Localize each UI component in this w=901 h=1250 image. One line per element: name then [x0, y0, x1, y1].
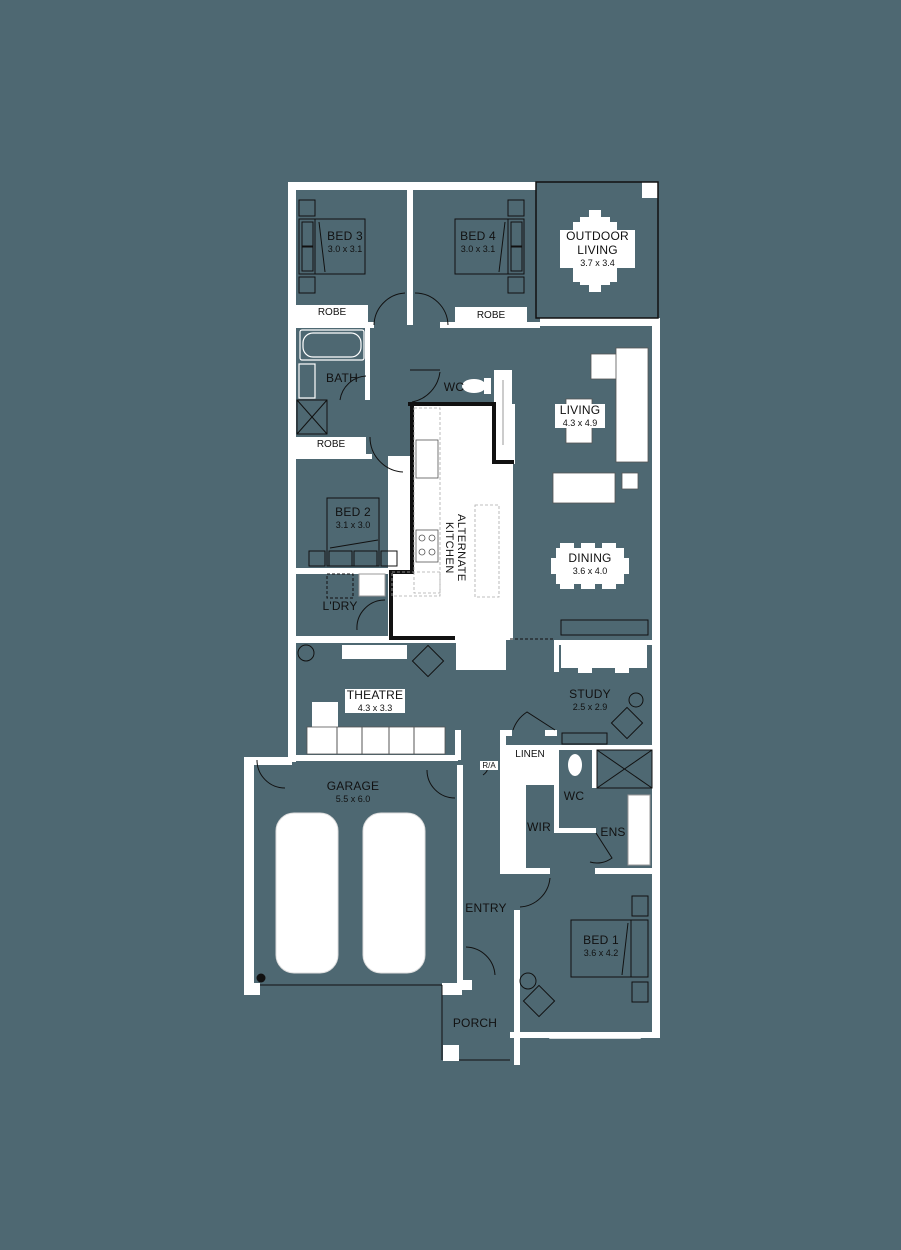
room-label-bed1: BED 1 3.6 x 4.2	[576, 933, 626, 958]
room-label-robe-bed4: ROBE	[476, 310, 506, 321]
room-dimensions: 2.5 x 2.9	[572, 701, 608, 712]
ensuite-fixtures	[568, 749, 653, 866]
toilet-icon	[462, 370, 512, 455]
robes	[296, 305, 527, 454]
room-name: BED 4	[460, 229, 496, 243]
garage-cars	[275, 812, 426, 974]
room-name: LIVING	[555, 403, 605, 418]
room-dimensions: 3.0 x 3.1	[460, 243, 496, 254]
bed2-bed-icon	[308, 497, 398, 567]
room-dimensions: 5.5 x 6.0	[335, 793, 371, 804]
room-label-garage: GARAGE 5.5 x 6.0	[318, 779, 388, 804]
room-label-study: STUDY 2.5 x 2.9	[565, 687, 615, 712]
study-desk	[561, 645, 647, 673]
kitchen-walls	[389, 402, 514, 640]
room-label-kitchen: ALTERNATE KITCHEN	[443, 514, 467, 582]
kitchen-counters	[391, 407, 500, 598]
room-name: STUDY	[569, 687, 611, 701]
room-label-dining: DINING 3.6 x 4.0	[558, 551, 622, 576]
room-dimensions: 4.3 x 4.9	[555, 417, 605, 429]
room-name: BED 2	[335, 505, 371, 519]
room-label-linen: LINEN	[515, 749, 545, 760]
room-name: WIR	[527, 820, 551, 834]
dining-table-icon	[551, 543, 629, 589]
shower-icon	[296, 399, 328, 435]
room-name-line2: LIVING	[560, 243, 635, 258]
room-name: WC	[563, 789, 585, 803]
room-label-wir: WIR	[524, 820, 554, 835]
bath-fixtures	[298, 329, 365, 399]
room-name: WC	[443, 380, 465, 394]
room-name: L'DRY	[322, 599, 358, 613]
room-label-outdoor-living: OUTDOOR LIVING 3.7 x 3.4	[560, 229, 635, 268]
room-label-theatre: THEATRE 4.3 x 3.3	[345, 688, 405, 714]
room-name: BED 3	[327, 229, 363, 243]
bed3-bed-icon	[298, 199, 366, 294]
theatre-furniture	[297, 644, 446, 755]
room-label-ra: R/A	[480, 761, 498, 770]
room-label-bed3: BED 3 3.0 x 3.1	[322, 229, 368, 254]
room-name: BED 1	[583, 933, 619, 947]
room-label-porch: PORCH	[450, 1016, 500, 1031]
bed4-bed-icon	[454, 199, 525, 294]
bed1-bed-icon	[519, 895, 649, 1018]
room-dimensions: 3.6 x 4.2	[583, 947, 619, 958]
room-label-wc-ensuite: WC	[560, 789, 588, 804]
room-name: PORCH	[452, 1016, 498, 1030]
dining-sideboard	[560, 619, 649, 636]
room-name: ENS	[600, 825, 626, 839]
room-name: DINING	[568, 551, 612, 565]
room-name: BATH	[326, 371, 358, 385]
room-dimensions: 4.3 x 3.3	[345, 702, 405, 714]
room-name-line1: OUTDOOR	[560, 229, 635, 244]
room-dimensions: 3.1 x 3.0	[335, 519, 371, 530]
room-label-living: LIVING 4.3 x 4.9	[555, 403, 605, 429]
windows	[288, 182, 659, 1039]
study-chair-icon	[561, 692, 644, 745]
room-dimensions: 3.7 x 3.4	[560, 257, 635, 268]
room-label-bed4: BED 4 3.0 x 3.1	[455, 229, 501, 254]
room-label-ensuite: ENS	[598, 825, 628, 840]
hot-water-unit-icon	[256, 973, 266, 983]
room-name: THEATRE	[345, 688, 405, 703]
room-dimensions: 3.0 x 3.1	[327, 243, 363, 254]
outdoor-living-outline	[535, 181, 659, 319]
room-name: GARAGE	[326, 779, 380, 793]
room-label-wc-upper: WC	[440, 380, 468, 395]
living-furniture	[552, 347, 649, 504]
laundry-fixtures	[289, 573, 386, 630]
room-dimensions: 3.6 x 4.0	[572, 565, 608, 576]
room-name: ENTRY	[465, 901, 507, 915]
room-label-laundry: L'DRY	[318, 599, 362, 614]
room-label-entry: ENTRY	[464, 901, 508, 916]
room-label-robe-bed3: ROBE	[317, 307, 347, 318]
room-label-robe-bed2: ROBE	[316, 439, 346, 450]
room-label-bed2: BED 2 3.1 x 3.0	[328, 505, 378, 530]
room-label-bath: BATH	[322, 371, 362, 386]
cooktop-icon	[415, 439, 439, 563]
